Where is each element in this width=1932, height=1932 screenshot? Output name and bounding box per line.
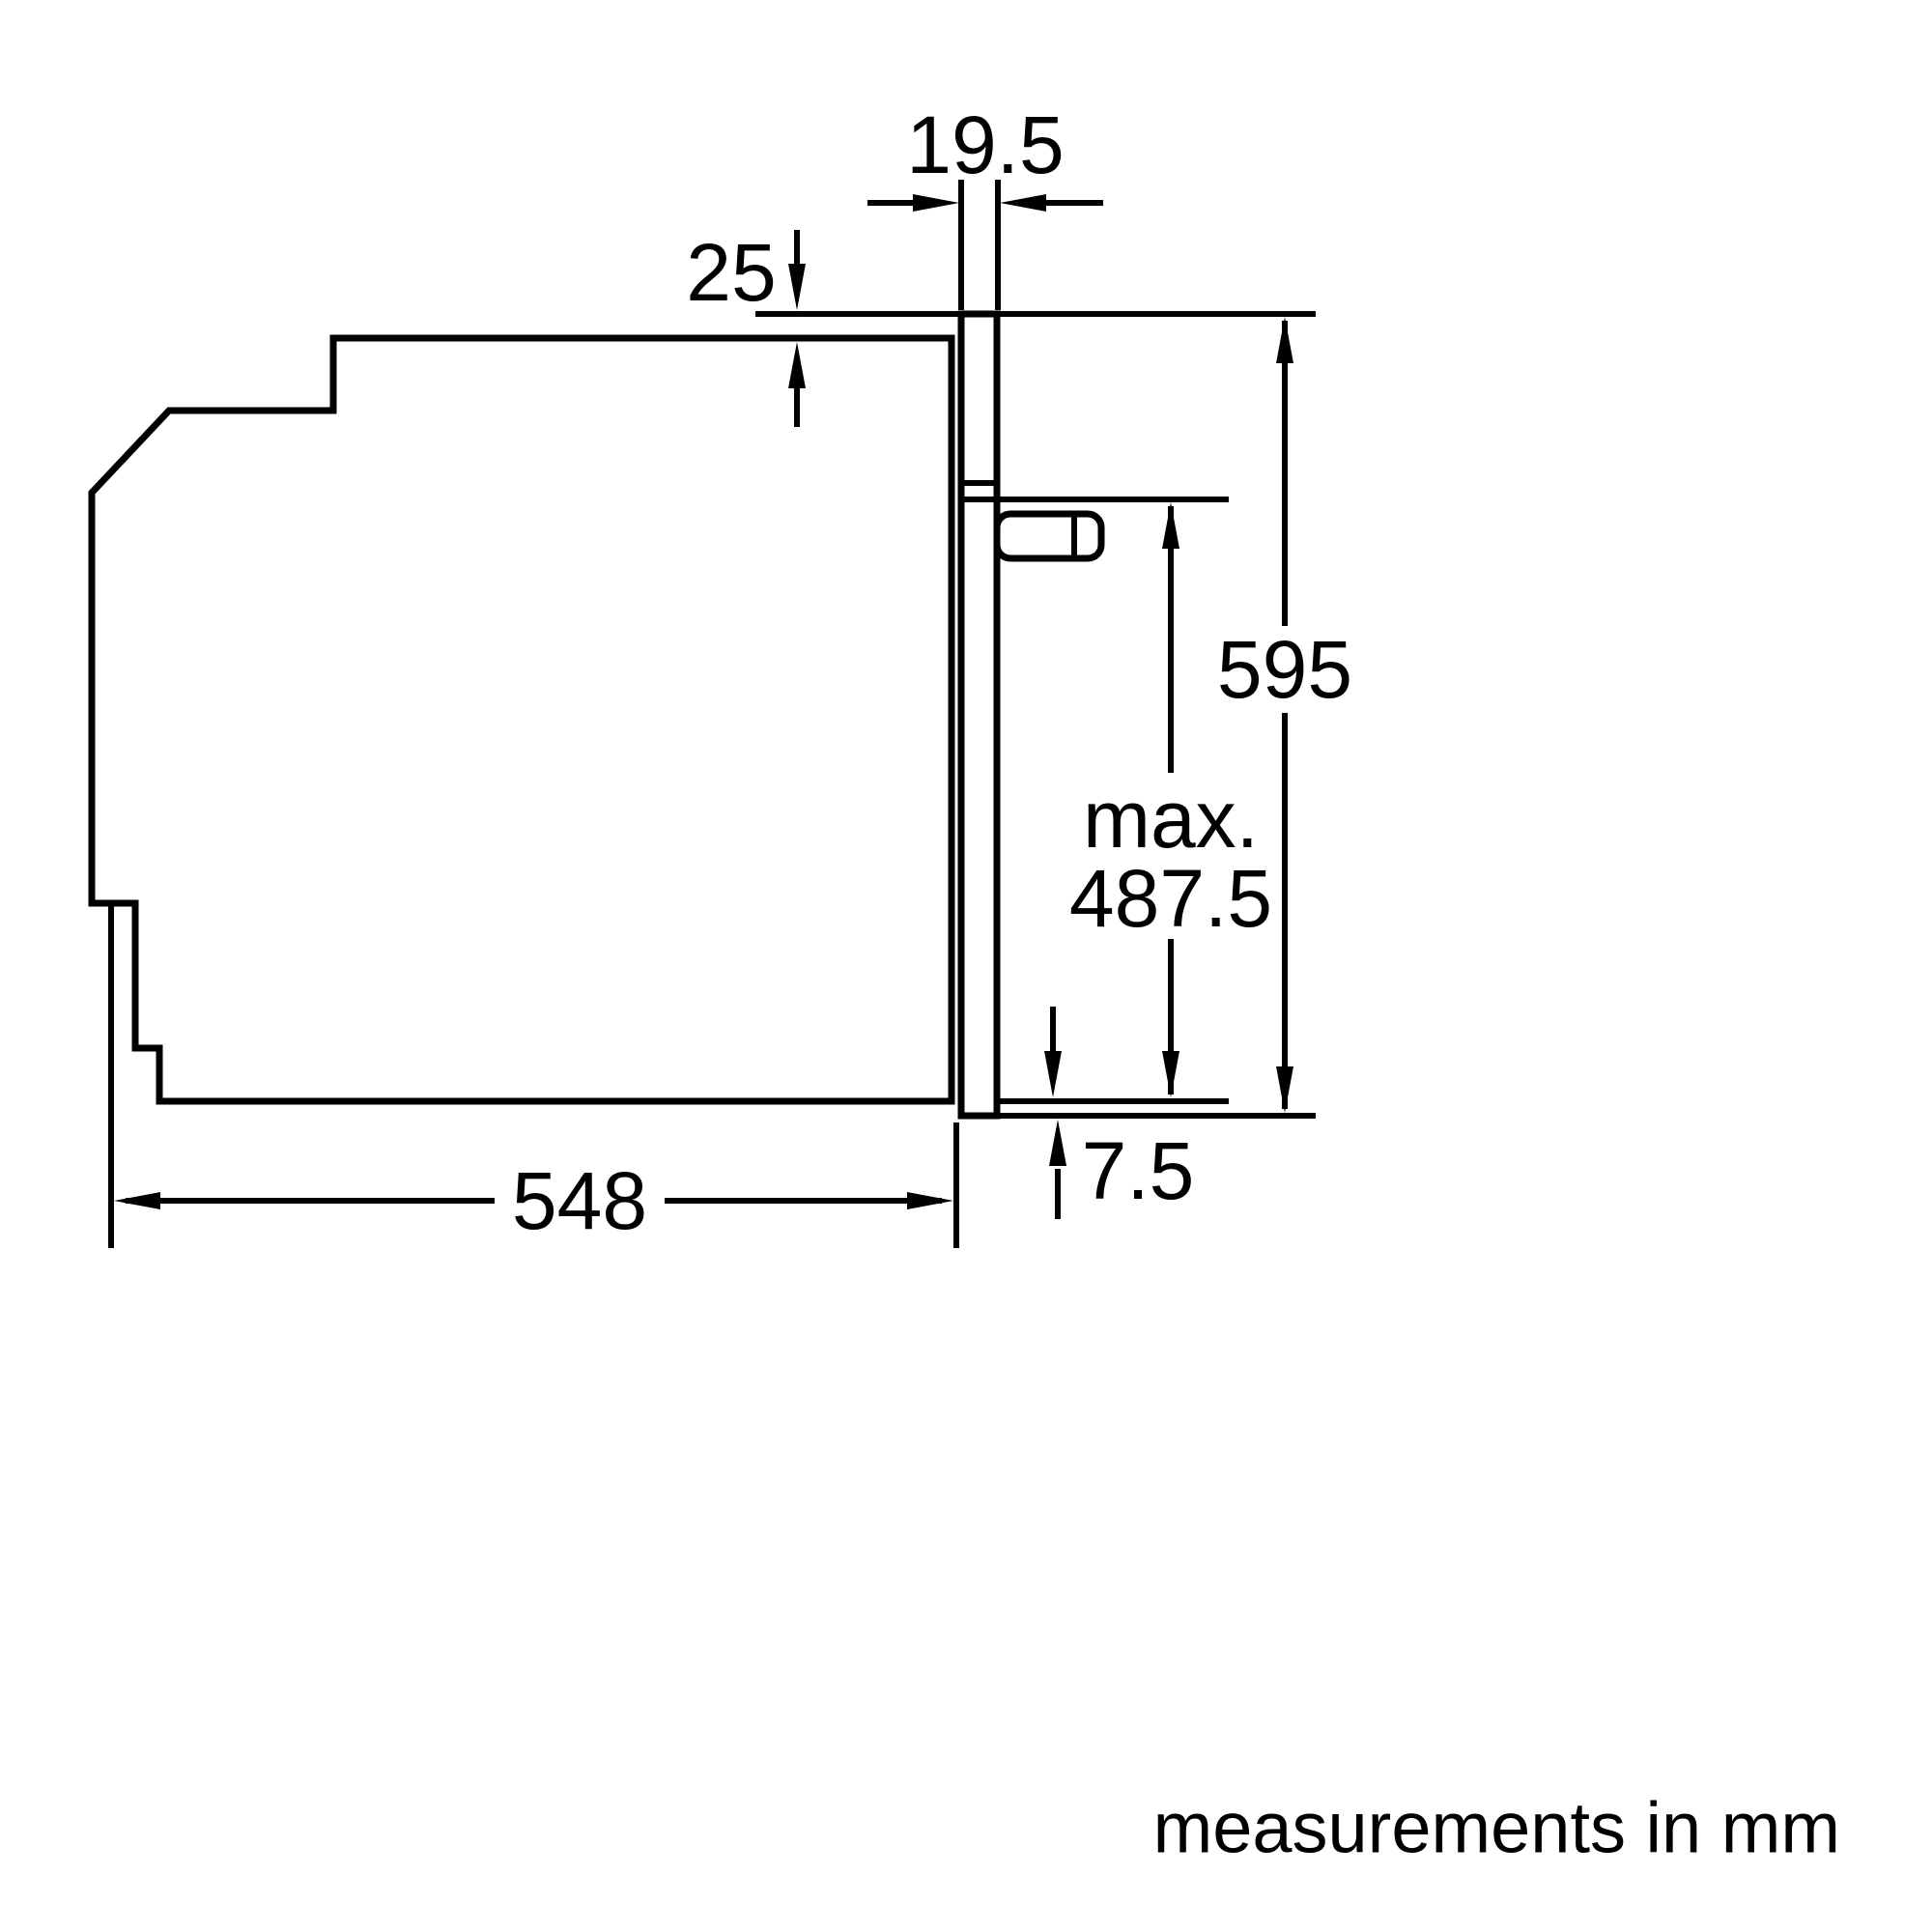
dim-door-protrusion: 19.5 — [867, 99, 1103, 310]
units-caption: measurements in mm — [1153, 1788, 1840, 1868]
dim-label-max: max. — [1083, 774, 1259, 865]
dim-label-door-protrusion: 19.5 — [906, 99, 1065, 190]
dim-bottom-gap: 7.5 — [1044, 1007, 1194, 1219]
arrowhead-up-icon — [788, 342, 806, 388]
dim-max-niche: max. 487.5 — [1066, 502, 1275, 1097]
oven-body-outline — [88, 334, 955, 1105]
arrowhead-down-icon — [1276, 1066, 1293, 1113]
dim-top-clearance: 25 — [686, 227, 806, 427]
arrowhead-right-icon — [913, 194, 959, 212]
dim-label-max-value: 487.5 — [1069, 853, 1272, 944]
label-background — [495, 1157, 665, 1244]
arrowhead-down-icon — [1044, 1051, 1062, 1097]
door-handle — [993, 510, 1105, 562]
oven-body — [88, 334, 955, 1105]
arrowhead-left-icon — [114, 1192, 160, 1209]
arrowhead-up-icon — [1162, 502, 1179, 549]
arrowhead-up-icon — [1276, 317, 1293, 363]
reference-lines — [755, 311, 1316, 1119]
dim-label-top-clearance: 25 — [686, 227, 776, 318]
arrowhead-down-icon — [788, 264, 806, 310]
dim-label-appliance-height: 595 — [1217, 624, 1352, 715]
arrowhead-up-icon — [1049, 1120, 1066, 1166]
dim-label-appliance-depth: 548 — [512, 1155, 647, 1246]
dim-appliance-height: 595 — [1204, 317, 1366, 1113]
arrowhead-down-icon — [1162, 1051, 1179, 1097]
arrowhead-left-icon — [1000, 194, 1046, 212]
dim-label-bottom-gap: 7.5 — [1082, 1125, 1195, 1216]
label-background — [1066, 773, 1275, 939]
arrowhead-right-icon — [907, 1192, 953, 1209]
label-background — [1204, 626, 1366, 713]
dim-appliance-depth: 548 — [108, 906, 959, 1248]
oven-door — [957, 310, 1105, 1120]
door-panel-outline — [957, 310, 1001, 1120]
